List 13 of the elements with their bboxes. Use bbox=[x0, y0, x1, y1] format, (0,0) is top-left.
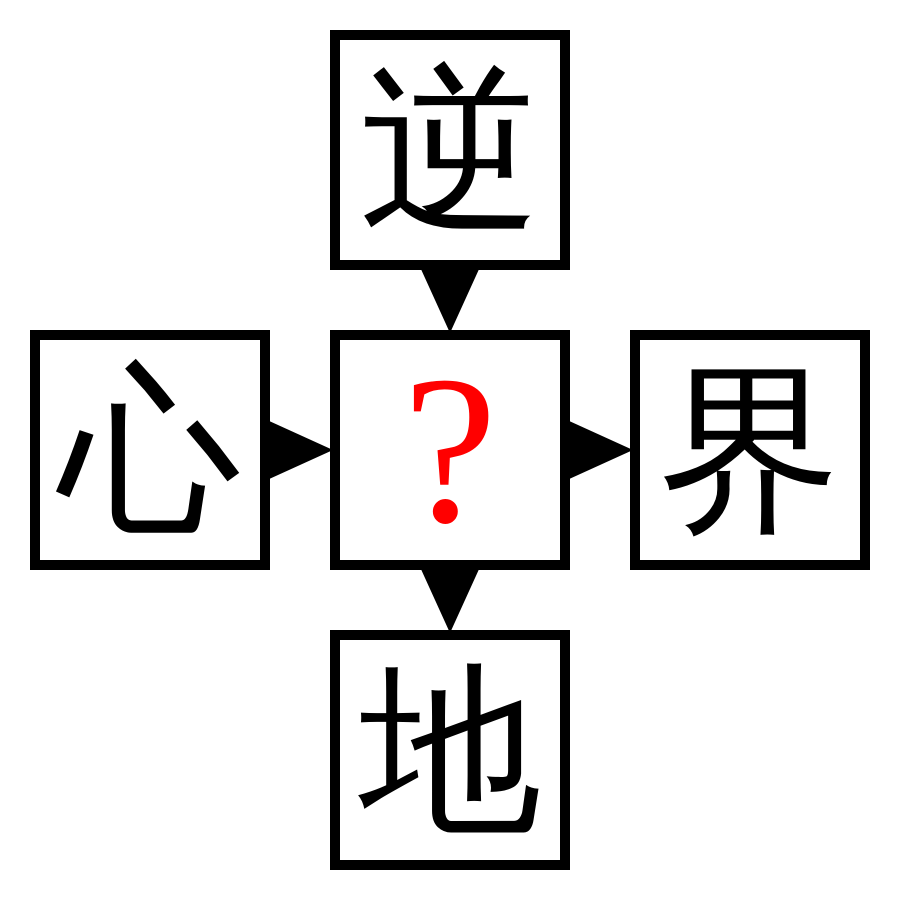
character-box bbox=[30, 330, 270, 570]
character-box bbox=[630, 330, 870, 570]
arrow bbox=[267, 420, 333, 480]
kanji-character: 逆 bbox=[359, 59, 541, 241]
kanji-character: 地 bbox=[359, 659, 541, 841]
character-box bbox=[330, 630, 570, 870]
kanji-character: 界 bbox=[659, 359, 841, 541]
character-box bbox=[330, 330, 570, 570]
question-mark: ? bbox=[402, 344, 498, 556]
arrow bbox=[420, 567, 480, 633]
arrow bbox=[420, 267, 480, 333]
arrow bbox=[567, 420, 633, 480]
character-box bbox=[330, 30, 570, 270]
